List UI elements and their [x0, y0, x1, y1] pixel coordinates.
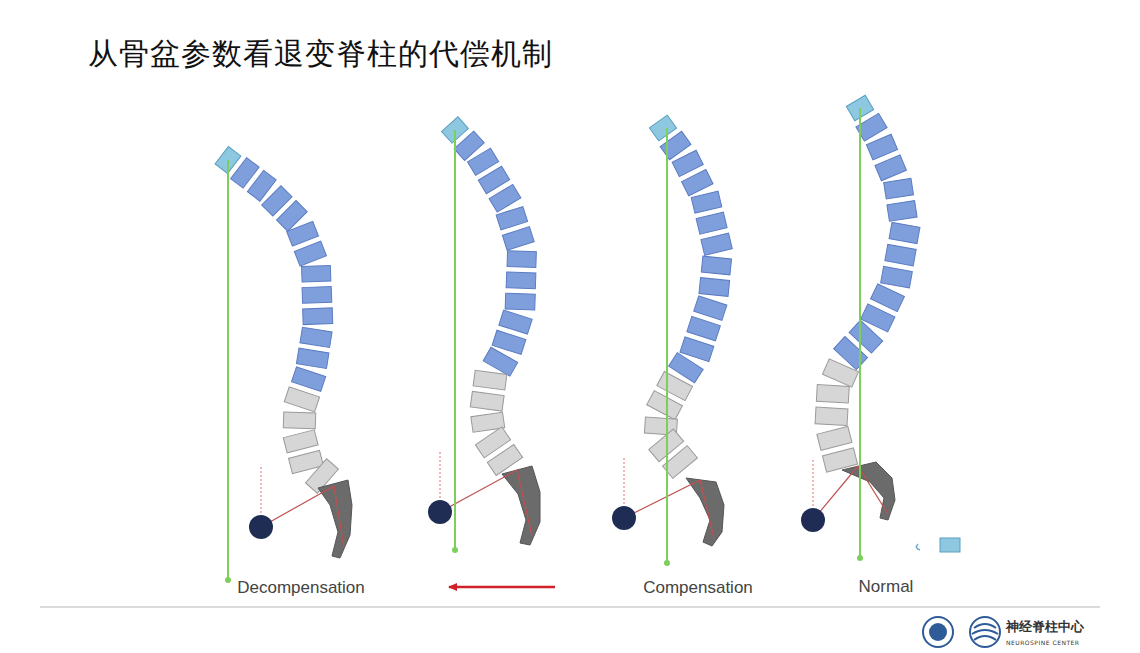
- plumb-line: [666, 128, 668, 563]
- sacral-line: [517, 470, 532, 536]
- thoracic-vertebra: [866, 134, 897, 160]
- stage-label: Decompensation: [237, 578, 365, 598]
- thoracic-vertebra: [875, 155, 907, 181]
- stage-label: Compensation: [643, 578, 753, 598]
- divider-line: [40, 606, 1100, 608]
- thoracic-vertebra: [302, 287, 332, 304]
- sacral-line: [334, 486, 344, 548]
- vertical-reference: [624, 456, 625, 504]
- thoracic-vertebra: [889, 222, 920, 243]
- logo-text: 神经脊柱中心: [1006, 618, 1084, 636]
- lumbar-vertebra: [817, 426, 852, 450]
- lumbar-vertebra: [283, 412, 316, 429]
- logo: [923, 617, 1000, 647]
- thoracic-vertebra: [701, 256, 731, 275]
- thoracic-vertebra: [687, 316, 720, 341]
- pelvic-tilt-line: [261, 486, 334, 527]
- sacral-line: [700, 480, 714, 538]
- femoral-head: [249, 515, 273, 539]
- thoracic-vertebra: [287, 221, 319, 246]
- thoracic-vertebra: [496, 207, 527, 230]
- thoracic-vertebra: [887, 201, 917, 222]
- femoral-head: [428, 500, 452, 524]
- progression-arrow: [449, 586, 555, 589]
- thoracic-vertebra: [881, 266, 913, 288]
- thoracic-vertebra: [682, 169, 713, 195]
- thoracic-vertebra: [699, 278, 730, 297]
- plumb-line: [227, 160, 229, 580]
- thoracic-vertebra: [506, 272, 536, 289]
- lumbar-vertebra: [473, 370, 507, 390]
- thoracic-vertebra: [701, 233, 732, 255]
- thoracic-vertebra: [499, 310, 532, 334]
- lumbar-vertebra: [470, 391, 504, 411]
- sacrum: [686, 478, 724, 546]
- vertical-reference: [813, 458, 814, 506]
- thoracic-vertebra: [302, 265, 331, 282]
- plumb-end: [452, 547, 458, 553]
- plumb-line: [454, 130, 456, 550]
- thoracic-vertebra: [885, 244, 916, 265]
- lumbar-vertebra: [816, 385, 849, 403]
- thoracic-vertebra: [303, 308, 333, 325]
- thoracic-vertebra: [502, 227, 534, 251]
- thoracic-vertebra: [292, 367, 326, 392]
- lumbar-vertebra: [815, 407, 848, 425]
- plumb-end: [225, 577, 231, 583]
- pelvic-tilt-line: [440, 470, 517, 512]
- thoracic-vertebra: [691, 191, 722, 213]
- thoracic-vertebra: [694, 296, 727, 320]
- plumb-end: [664, 560, 670, 566]
- lumbar-vertebra: [283, 430, 318, 453]
- thoracic-vertebra: [696, 212, 727, 234]
- pelvic-tilt-line: [624, 480, 700, 518]
- lumbar-vertebra: [647, 391, 683, 420]
- sacral-line: [858, 466, 888, 514]
- lumbar-vertebra: [823, 359, 859, 387]
- plumb-end: [857, 555, 863, 561]
- sacrum: [842, 462, 895, 520]
- thoracic-vertebra: [300, 327, 332, 347]
- thoracic-vertebra: [505, 293, 535, 310]
- vertical-reference: [440, 450, 441, 498]
- small-icon: [916, 538, 960, 552]
- femoral-head: [801, 508, 825, 532]
- thoracic-vertebra: [507, 251, 536, 268]
- thoracic-vertebra: [294, 241, 326, 266]
- stage-label: Normal: [859, 577, 914, 597]
- thoracic-vertebra: [296, 348, 329, 368]
- sacrum: [502, 466, 540, 545]
- femoral-head: [612, 506, 636, 530]
- plumb-line: [859, 108, 861, 558]
- c7-vertebra: [649, 115, 676, 141]
- vertical-reference: [261, 465, 262, 513]
- thoracic-vertebra: [884, 178, 914, 199]
- thoracic-vertebra: [489, 184, 521, 212]
- logo-subtext: NEUROSPINE CENTER: [1006, 639, 1080, 646]
- lumbar-vertebra: [284, 387, 319, 412]
- slide-title: 从骨盆参数看退变脊柱的代偿机制: [88, 34, 553, 75]
